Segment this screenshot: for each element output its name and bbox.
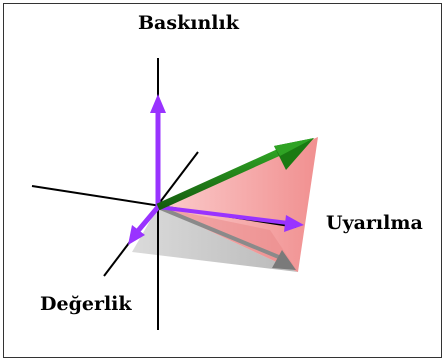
gray-plane — [132, 207, 298, 272]
resultant-arrowhead-highlight — [274, 138, 314, 156]
arousal-arrowhead — [284, 215, 304, 232]
gray-arrowhead — [272, 250, 296, 270]
gray-arrow — [157, 205, 287, 262]
dominance-arrowhead — [150, 94, 166, 113]
resultant-arrow — [156, 146, 286, 211]
dominance-label: Baskınlık — [138, 12, 239, 34]
valence-arrowhead — [128, 225, 145, 245]
arousal-label: Uyarılma — [326, 212, 423, 234]
valence-label: Değerlik — [40, 293, 132, 315]
valence-arrow — [135, 205, 160, 234]
pink-plane — [158, 137, 318, 272]
arousal-arrow — [157, 205, 289, 225]
